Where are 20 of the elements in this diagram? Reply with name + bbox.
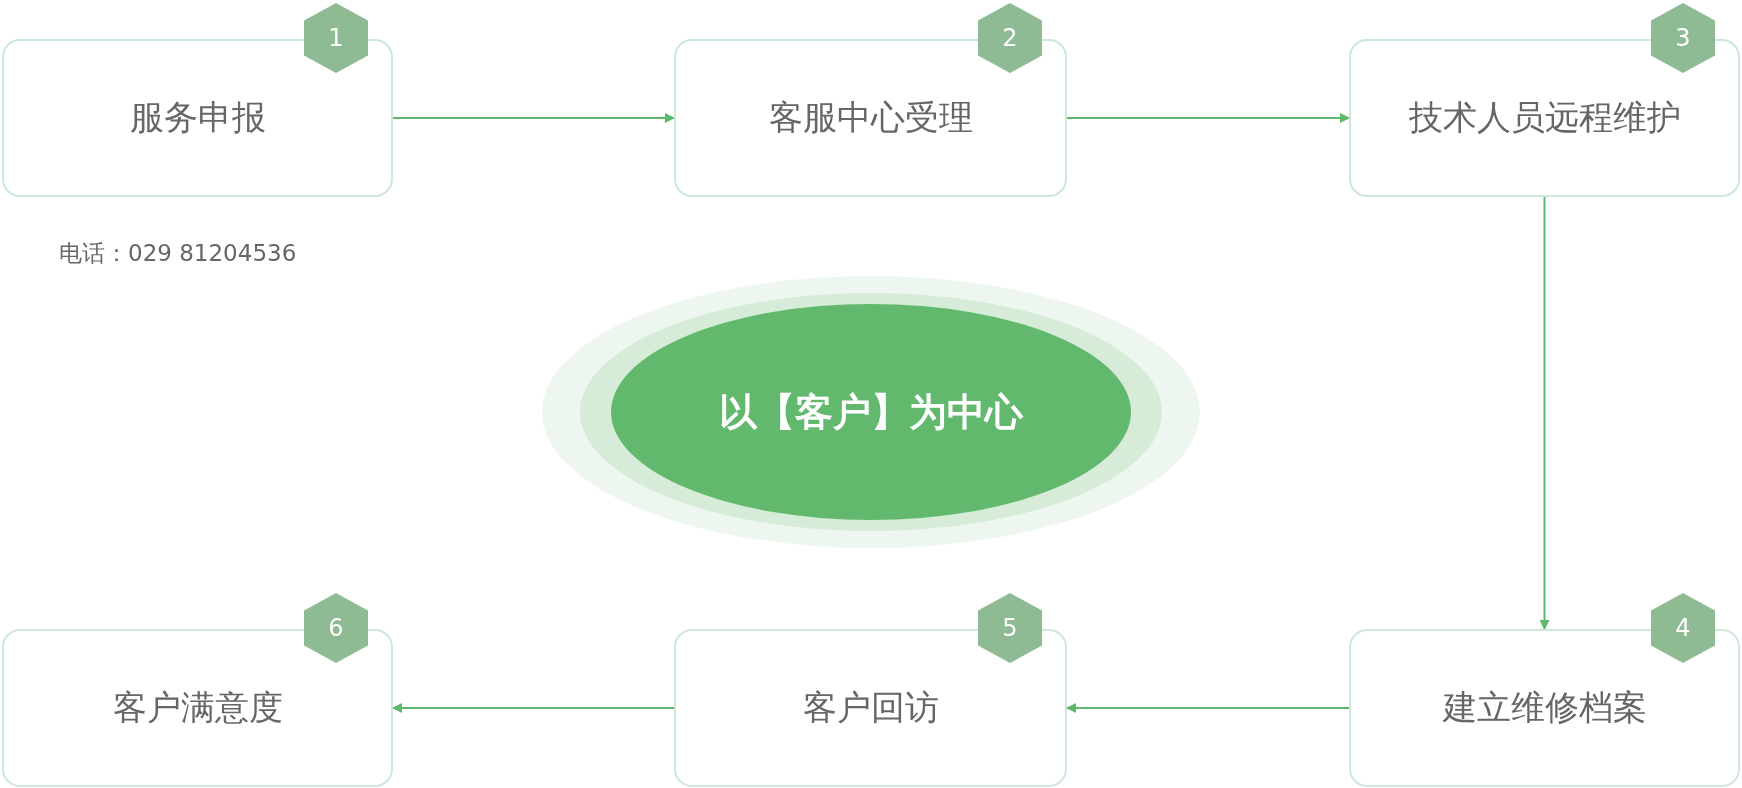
step-number-badge: 4: [1651, 593, 1715, 663]
step-number-badge: 1: [304, 3, 368, 73]
node-text: 客服中心受理: [768, 96, 973, 139]
arrow: [1539, 196, 1550, 630]
step-number-badge: 6: [304, 593, 368, 663]
arrow: [392, 113, 675, 123]
node-text: 客户回访: [802, 686, 939, 729]
node-text: 技术人员远程维护: [1408, 96, 1681, 139]
step-number-badge: 3: [1651, 3, 1715, 73]
node-text: 以【客户】为中心: [719, 389, 1023, 436]
step-number-badge: 2: [978, 3, 1042, 73]
center-ellipse: [542, 276, 1200, 549]
arrow: [392, 703, 675, 713]
arrow: [1066, 113, 1350, 123]
node-text: 服务申报: [129, 96, 266, 139]
node-text: 建立维修档案: [1442, 686, 1647, 729]
contact-text: 电话：029 81204536: [59, 239, 297, 268]
node-text: 客户满意度: [112, 686, 283, 729]
step-number-badge: 5: [978, 593, 1042, 663]
arrow: [1066, 703, 1350, 713]
